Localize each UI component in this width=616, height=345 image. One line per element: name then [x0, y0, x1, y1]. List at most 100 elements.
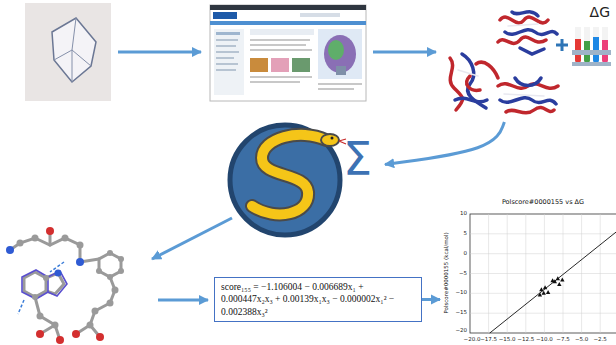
- ligand-molecule: [18, 300, 24, 314]
- ligand-molecule: [52, 322, 59, 329]
- sympy-logo-art: [321, 134, 339, 146]
- scatter-plot-art: [563, 214, 564, 333]
- ligand-molecule: [96, 333, 104, 341]
- pdb-website-screenshot: [336, 66, 346, 75]
- scatter-plot-art: [556, 276, 560, 280]
- scatter-plot-art: [470, 233, 616, 234]
- ligand-molecule: [43, 275, 49, 281]
- sympy-logo-art: [252, 135, 326, 215]
- plus-sign: [556, 39, 568, 51]
- sympy-logo-art: [230, 125, 340, 235]
- y-axis-label: Polscore#0000155 (kcal/mol): [444, 232, 450, 313]
- pdb-website-screenshot: [214, 29, 244, 95]
- protein-ribbons: [505, 30, 557, 35]
- flow-arrow: [118, 52, 436, 300]
- flow-arrow: [422, 298, 440, 301]
- pdb-website-screenshot: [210, 5, 366, 10]
- protein-ribbons: [508, 24, 538, 26]
- pdb-website-screenshot: [318, 83, 362, 85]
- pdb-website-screenshot: [250, 81, 300, 83]
- scatter-plot-art: [470, 214, 616, 333]
- ligand-molecule: [92, 308, 99, 315]
- ligand-molecule: [87, 322, 94, 329]
- protein-ribbons: [455, 98, 487, 101]
- ligand-molecule: [6, 227, 124, 344]
- pdb-website-screenshot: [216, 45, 236, 47]
- ligand-molecule: [55, 270, 62, 277]
- ligand-molecule: [22, 270, 48, 299]
- ligand-molecule: [24, 272, 46, 297]
- protein-ribbons: [512, 12, 538, 16]
- score-equation: score₁₅₅ = −1.106004 − 0.006689x₁ + 0.00…: [221, 281, 415, 318]
- ligand-molecule: [90, 277, 115, 325]
- tick-label: −7.5: [556, 337, 569, 343]
- scatter-plot-art: [543, 285, 547, 289]
- scatter-plot-art: [470, 214, 616, 333]
- scatter-plot-art: [525, 214, 526, 333]
- crystal-photo: [25, 3, 111, 101]
- tick-label: −17.5: [480, 337, 497, 343]
- protein-ribbons: [450, 58, 463, 110]
- tick-label: 0: [464, 251, 468, 257]
- pdb-website-screenshot: [250, 76, 312, 78]
- crystal-photo: [54, 50, 72, 60]
- scatter-plot-art: [538, 292, 542, 296]
- sympy-logo-art: [230, 125, 346, 235]
- tick-label: −10: [455, 291, 467, 297]
- tick-label: 10: [460, 211, 467, 217]
- ligand-molecule: [72, 330, 80, 338]
- test-tubes: [584, 27, 590, 41]
- crystal-photo: [72, 50, 73, 82]
- pdb-website-screenshot: [216, 69, 236, 71]
- pdb-website-screenshot: [210, 5, 366, 101]
- ligand-molecule: [32, 235, 39, 242]
- pdb-website-screenshot: [318, 29, 362, 79]
- pdb-website-screenshot: [250, 39, 310, 41]
- pdb-website-screenshot: [318, 88, 354, 90]
- crystal-photo: [25, 3, 111, 101]
- pdb-website-screenshot: [216, 32, 240, 35]
- tick-label: −20.0: [464, 337, 481, 343]
- ligand-molecule: [46, 227, 54, 235]
- ligand-molecule: [77, 242, 84, 249]
- tick-label: −12.5: [517, 337, 534, 343]
- sympy-logo-art: [331, 137, 334, 140]
- test-tubes: [575, 27, 581, 63]
- ligand-molecule: [62, 235, 69, 242]
- pdb-website-screenshot: [216, 57, 234, 59]
- chart-title: Polscore#0000155 vs ΔG: [502, 199, 584, 206]
- pdb-website-screenshot: [216, 39, 238, 41]
- ligand-molecule: [32, 294, 38, 300]
- ligand-molecule: [37, 313, 44, 320]
- scatter-plot-art: [470, 253, 616, 254]
- test-tubes: [593, 27, 599, 63]
- pdb-website-screenshot: [210, 5, 366, 101]
- crystal-photo: [52, 18, 96, 82]
- test-tubes: [575, 27, 581, 39]
- scatter-plot-art: [490, 232, 616, 333]
- protein-ribbons: [506, 107, 554, 112]
- ligand-molecule: [107, 274, 113, 280]
- tick-label: −5: [459, 271, 467, 277]
- equation-box: score₁₅₅ = −1.106004 − 0.006689x₁ + 0.00…: [214, 277, 422, 322]
- pdb-website-screenshot: [216, 51, 239, 53]
- protein-ribbons: [515, 78, 541, 86]
- protein-ribbons: [500, 17, 548, 23]
- ligand-molecule: [17, 240, 24, 247]
- scatter-plot-art: [557, 282, 561, 286]
- protein-ribbons: [458, 70, 478, 76]
- flow-arrow: [152, 218, 232, 259]
- pdb-website-screenshot: [213, 12, 237, 19]
- tick-label: −15.0: [499, 337, 516, 343]
- delta-g-label: ΔG: [590, 5, 610, 20]
- scatter-plot-art: [470, 214, 616, 333]
- ligand-molecule: [36, 330, 44, 338]
- sympy-logo-art: [252, 135, 326, 215]
- pdb-website-screenshot: [250, 58, 268, 72]
- scatter-plot-art: [538, 276, 565, 296]
- scatter-plot-art: [600, 214, 601, 333]
- scatter-plot-art: [470, 313, 616, 314]
- pdb-website-screenshot: [210, 21, 366, 25]
- protein-ribbons: [520, 48, 544, 54]
